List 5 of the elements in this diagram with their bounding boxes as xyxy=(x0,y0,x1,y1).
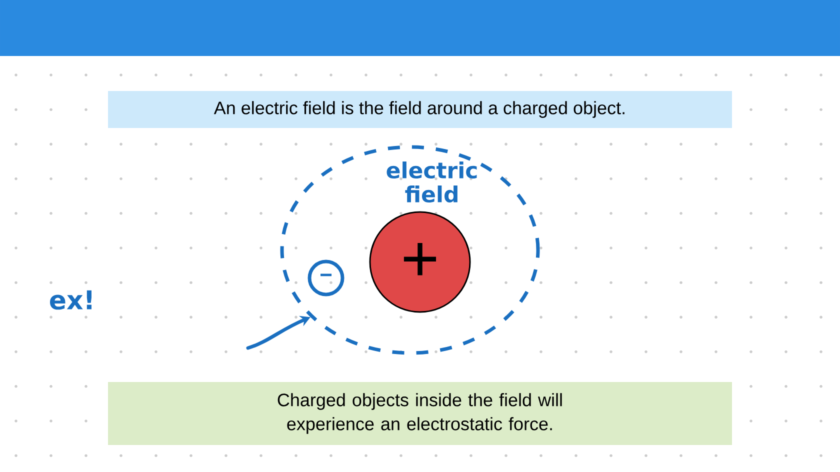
definition-box: An electric field is the field around a charged object. xyxy=(108,91,732,128)
explanation-box: Charged objects inside the field will experience an electrostatic force. xyxy=(108,382,732,445)
positive-charge: + xyxy=(369,211,471,313)
example-label: ex! xyxy=(50,290,92,310)
negative-charge: − xyxy=(308,260,344,296)
